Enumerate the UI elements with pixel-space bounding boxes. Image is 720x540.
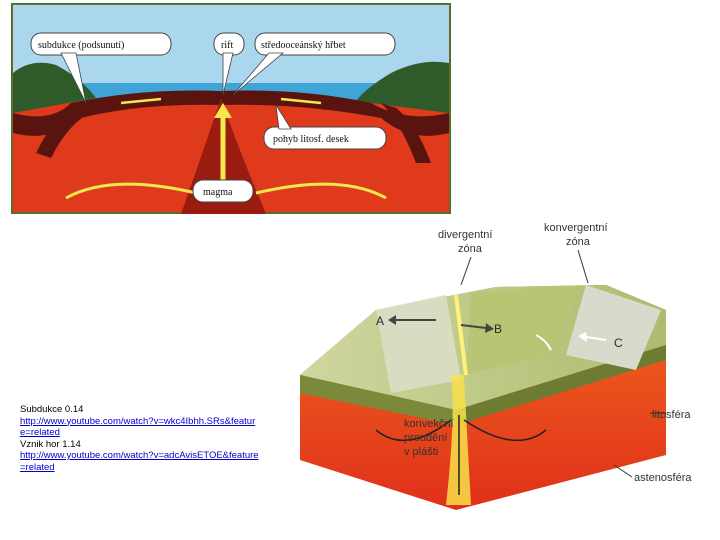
subduction-callout — [30, 32, 172, 56]
label-b: B — [494, 322, 502, 336]
asthenosphere-pointer — [613, 464, 633, 478]
plate-b-top — [466, 285, 581, 375]
magma-label: magma — [203, 187, 233, 198]
arrow-a-head — [388, 315, 396, 325]
mountains-video-link[interactable]: http://www.youtube.com/watch?v=adcAvisET… — [20, 450, 259, 473]
video-links-block: Subdukce 0.14 http://www.youtube.com/wat… — [20, 404, 260, 473]
plate-motion-arrow-left — [120, 97, 162, 105]
arrow-b-head — [485, 323, 494, 333]
convergent-pointer — [577, 249, 589, 284]
right-subducting-slab — [381, 103, 431, 163]
arrow-c-head — [578, 332, 587, 342]
convergent-label-2: zóna — [566, 236, 591, 248]
upwelling-arrowhead — [214, 103, 232, 118]
plate-motion-callout — [263, 126, 387, 150]
ridge-callout — [254, 32, 396, 56]
plate-a-top — [376, 295, 461, 393]
divergent-pointer — [460, 256, 472, 286]
left-convection-arrow — [65, 182, 197, 200]
plate-c-top — [566, 285, 661, 370]
plate-motion-callout-pointer — [275, 104, 292, 130]
divergent-label-1: divergentní — [438, 229, 492, 241]
ridge-callout-pointer — [232, 52, 285, 96]
right-continent — [356, 61, 449, 113]
arrow-b — [460, 324, 487, 329]
convection-label-2: proudění — [404, 432, 447, 444]
subduction-video-link[interactable]: http://www.youtube.com/watch?v=wkc4Ibhh.… — [20, 415, 256, 439]
rift-glow — [454, 294, 468, 376]
magma-callout — [192, 179, 254, 203]
plate-motion-arrow-right — [280, 97, 322, 105]
rift-callout-pointer — [222, 52, 234, 96]
mountains-video-title: Vznik hor 1.14 — [20, 438, 81, 450]
lithosphere-label: litosféra — [652, 409, 691, 421]
rift-label: rift — [221, 40, 233, 51]
subduction-label: subdukce (podsunutí) — [38, 40, 124, 51]
convection-flow-right — [463, 419, 547, 442]
convection-flow-left — [375, 419, 452, 442]
convection-label-3: v plášti — [404, 446, 438, 458]
left-continent — [13, 62, 96, 113]
asthenosphere-label: astenosféra — [634, 472, 692, 484]
subduction-callout-pointer — [60, 52, 87, 104]
right-convection-arrow — [255, 182, 387, 200]
convergent-label-1: konvergentní — [544, 222, 608, 234]
arrow-c — [585, 336, 607, 341]
ridge-label: středooceánský hřbet — [261, 40, 346, 51]
plate-motion-label: pohyb litosf. desek — [273, 134, 349, 145]
label-c: C — [614, 336, 623, 350]
plate-boundaries-block-diagram: A B C divergentní zóna konvergentní zóna… — [300, 222, 692, 510]
arrow-b-bend — [535, 334, 552, 351]
left-subducting-slab — [36, 103, 86, 158]
left-plate-front-edge — [300, 375, 456, 425]
plate-tectonics-cross-section: subdukce (podsunutí) rift středooceánský… — [11, 3, 451, 214]
label-a: A — [376, 314, 384, 328]
subduction-video-title: Subdukce 0.14 — [20, 404, 84, 415]
convection-label-1: konvekční — [404, 418, 454, 430]
divergent-label-2: zóna — [458, 243, 483, 255]
